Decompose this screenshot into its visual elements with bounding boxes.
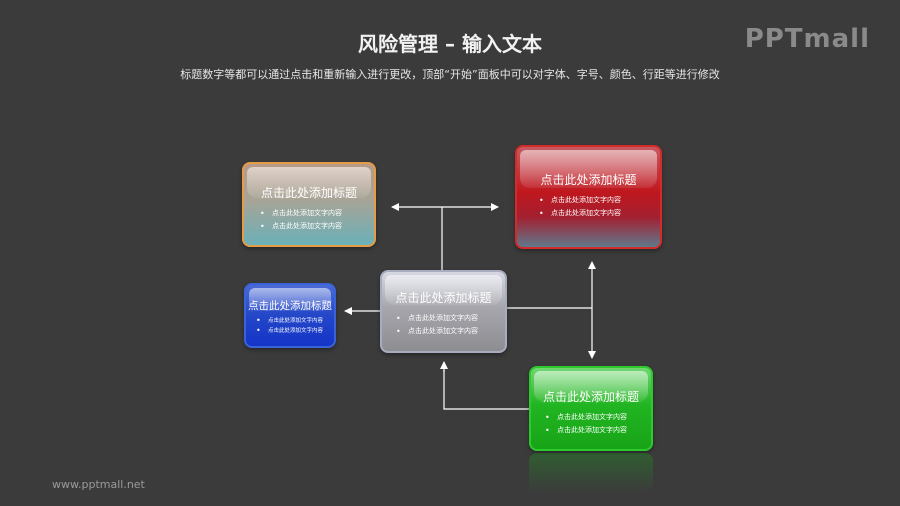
list-item: 点击此处添加文字内容 [545, 411, 651, 424]
list-item: 点击此处添加文字内容 [260, 207, 374, 220]
box-list: 点击此处添加文字内容 点击此处添加文字内容 [246, 316, 334, 336]
box-list: 点击此处添加文字内容 点击此处添加文字内容 [531, 411, 651, 437]
list-item: 点击此处添加文字内容 [396, 312, 505, 325]
list-item: 点击此处添加文字内容 [256, 326, 334, 336]
list-item: 点击此处添加文字内容 [539, 194, 660, 207]
connector-green-gray [443, 370, 529, 410]
box-list: 点击此处添加文字内容 点击此处添加文字内容 [382, 312, 505, 338]
list-item: 点击此处添加文字内容 [545, 424, 651, 437]
box-green[interactable]: 点击此处添加标题 点击此处添加文字内容 点击此处添加文字内容 [529, 366, 653, 451]
box-title: 点击此处添加标题 [540, 173, 637, 187]
box-red[interactable]: 点击此处添加标题 点击此处添加文字内容 点击此处添加文字内容 [515, 145, 662, 249]
green-box-reflection [529, 453, 653, 493]
list-item: 点击此处添加文字内容 [396, 325, 505, 338]
box-title: 点击此处添加标题 [248, 300, 332, 312]
page-subtitle: 标题数字等都可以通过点击和重新输入进行更改，顶部“开始”面板中可以对字体、字号、… [180, 68, 720, 81]
list-item: 点击此处添加文字内容 [260, 220, 374, 233]
list-item: 点击此处添加文字内容 [539, 207, 660, 220]
box-blue[interactable]: 点击此处添加标题 点击此处添加文字内容 点击此处添加文字内容 [244, 283, 336, 348]
box-title: 点击此处添加标题 [395, 291, 492, 305]
box-title: 点击此处添加标题 [542, 390, 639, 404]
list-item: 点击此处添加文字内容 [256, 316, 334, 326]
footer-url: www.pptmall.net [52, 478, 145, 491]
box-gray[interactable]: 点击此处添加标题 点击此处添加文字内容 点击此处添加文字内容 [380, 270, 507, 353]
brand-logo: PPTmall [744, 24, 870, 54]
box-list: 点击此处添加文字内容 点击此处添加文字内容 [244, 207, 374, 233]
box-title: 点击此处添加标题 [260, 186, 357, 200]
box-orange[interactable]: 点击此处添加标题 点击此处添加文字内容 点击此处添加文字内容 [242, 162, 376, 247]
box-list: 点击此处添加文字内容 点击此处添加文字内容 [517, 194, 660, 220]
page-title: 风险管理 – 输入文本 [358, 32, 542, 56]
